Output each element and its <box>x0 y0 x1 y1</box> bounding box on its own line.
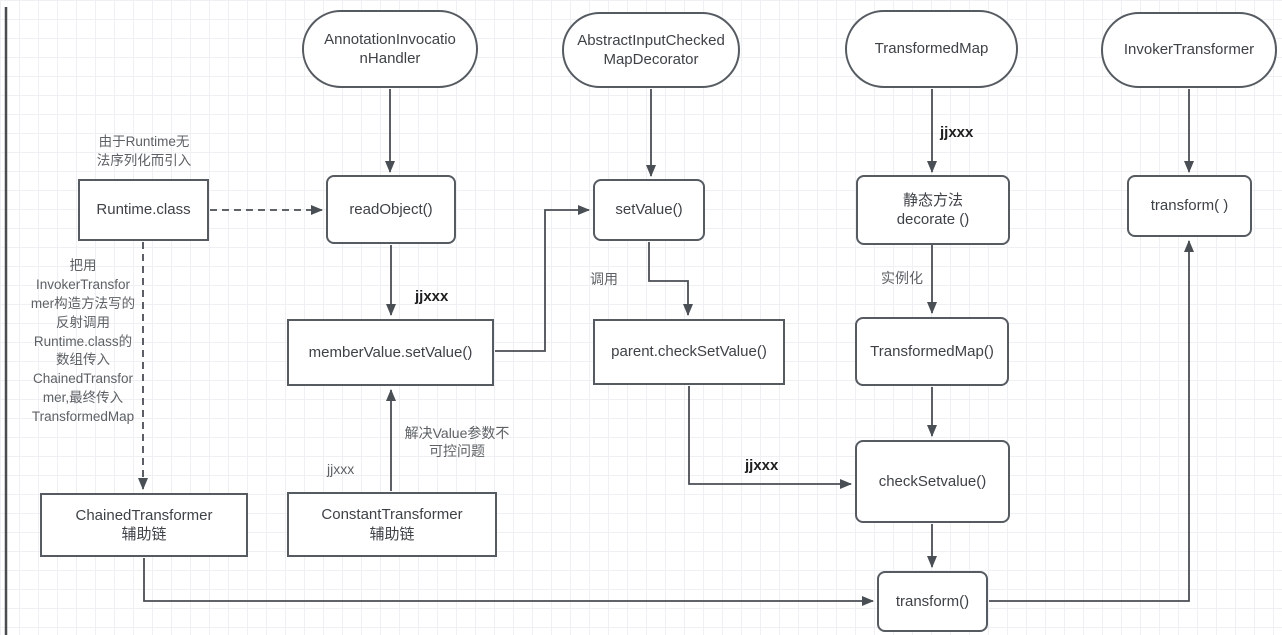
edge-label-jjxxx-constant: jjxxx <box>327 461 355 477</box>
node-constant-transformer-chain: ConstantTransformer 辅助链 <box>287 492 497 557</box>
class-node-invoker-transformer: InvokerTransformer <box>1101 12 1277 88</box>
node-set-value: setValue() <box>593 179 705 241</box>
node-read-object: readObject() <box>326 175 456 244</box>
node-invoker-transform: transform( ) <box>1127 175 1252 237</box>
class-node-transformed-map: TransformedMap <box>845 10 1018 88</box>
node-transform: transform() <box>877 571 988 632</box>
edge-membervalue-to-setvalue <box>495 205 590 352</box>
edge-label-instantiate: 实例化 <box>881 270 923 286</box>
edge-label-call: 调用 <box>590 271 618 287</box>
node-checksetvalue: checkSetvalue() <box>855 440 1010 523</box>
edge-label-solve-value: 解决Value参数不 可控问题 <box>404 425 510 460</box>
edge-setvalue-to-parentcheck <box>648 242 693 316</box>
edge-parentcheck-to-checksetvalue <box>688 386 852 489</box>
edge-label-jjxxx-checksetvalue: jjxxx <box>745 457 779 474</box>
node-parent-checksetvalue: parent.checkSetValue() <box>593 319 785 385</box>
edge-label-jjxxx-readobject: jjxxx <box>415 288 449 305</box>
edge-label-jjxxx-decorate: jjxxx <box>940 124 974 141</box>
node-chained-transformer-chain: ChainedTransformer 辅助链 <box>40 493 248 557</box>
node-transformedmap-constructor: TransformedMap() <box>855 317 1009 386</box>
class-node-annotation-invocation-handler: AnnotationInvocatio nHandler <box>302 10 478 88</box>
note-runtime-serialization: 由于Runtime无 法序列化而引入 <box>96 134 192 168</box>
note-reflection-chain: 把用 InvokerTransfor mer构造方法写的 反射调用 Runtim… <box>30 258 136 425</box>
node-runtime-class: Runtime.class <box>78 179 209 241</box>
class-node-abstract-input-checked-map-decorator: AbstractInputChecked MapDecorator <box>562 12 740 88</box>
edge-chained-to-transform <box>143 558 874 606</box>
node-static-decorate: 静态方法 decorate () <box>856 175 1010 245</box>
node-membervalue-setvalue: memberValue.setValue() <box>287 319 494 386</box>
edge-transform-to-invoker-transform <box>989 240 1194 602</box>
